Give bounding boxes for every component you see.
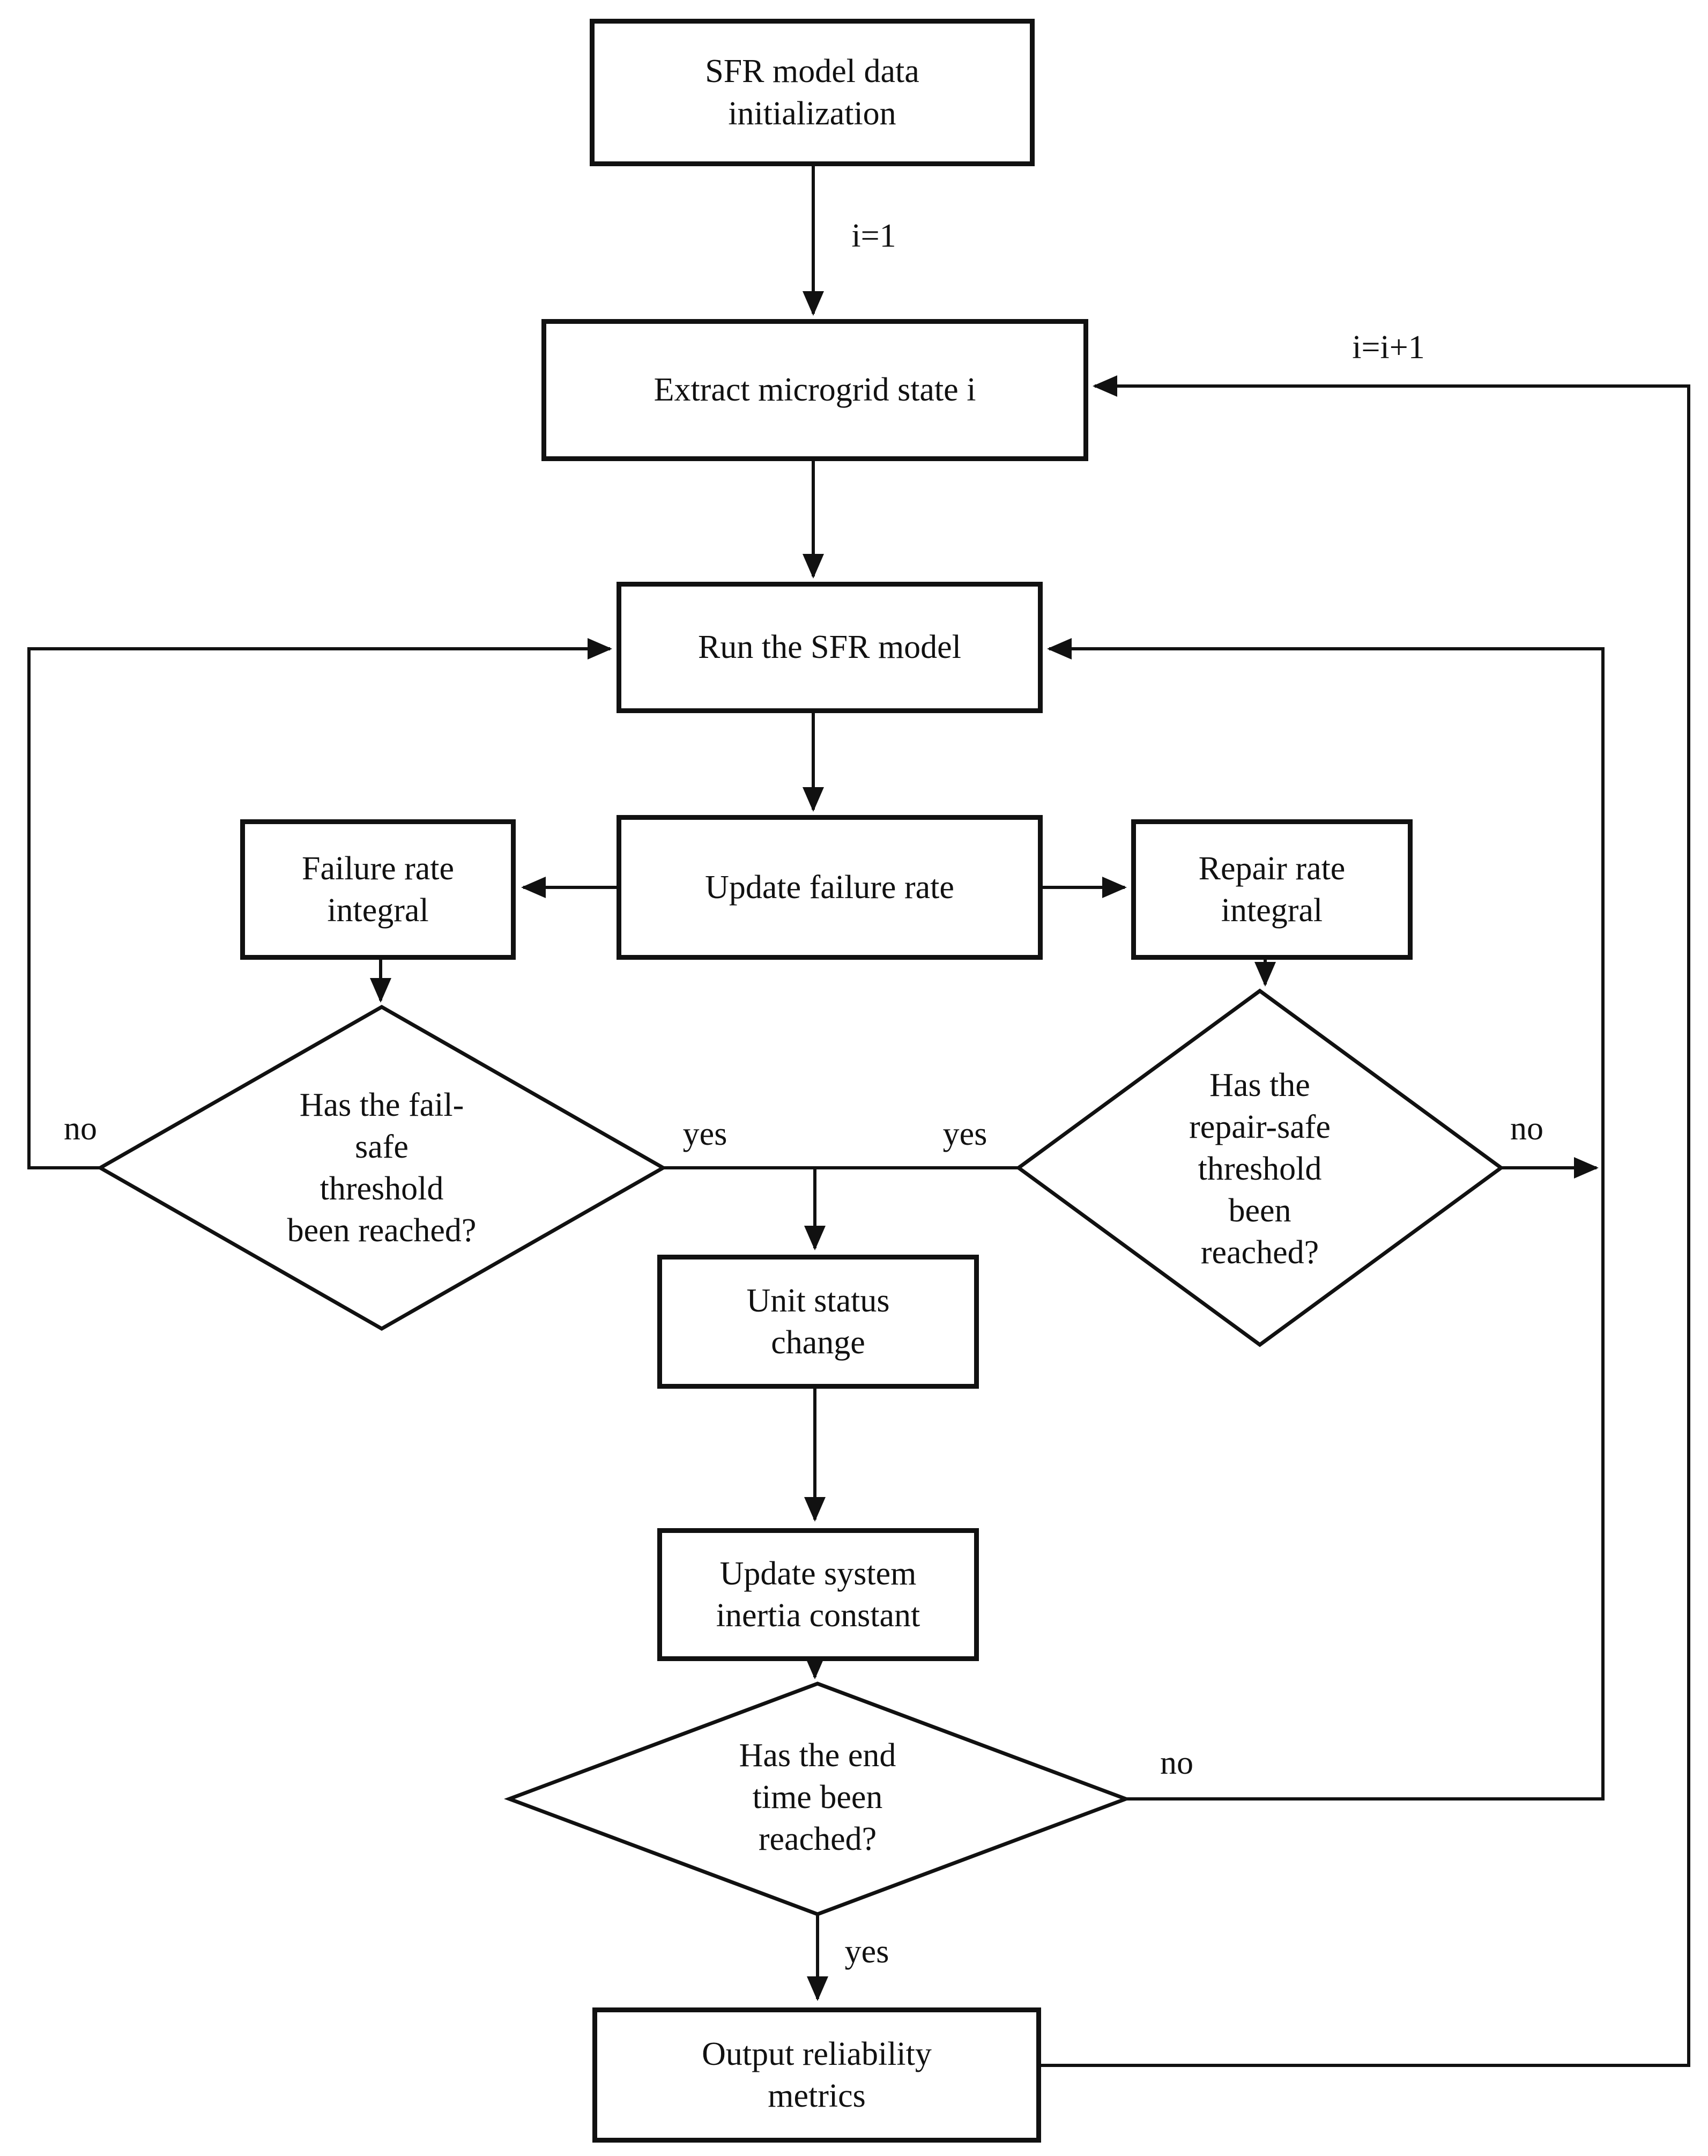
- edge-label-fail-no: no: [64, 1110, 97, 1147]
- node-update-failure-rate: Update failure rate: [617, 815, 1043, 960]
- decision-end-time-shape: [504, 1681, 1131, 1916]
- edge-label-end-no: no: [1160, 1745, 1193, 1781]
- node-run-sfr: Run the SFR model: [617, 582, 1043, 713]
- edge-label-fail-yes: yes: [682, 1116, 727, 1152]
- node-sfr-init: SFR model data initialization: [590, 19, 1035, 166]
- node-failure-rate-integral: Failure rate integral: [240, 819, 516, 960]
- node-repair-rate-integral: Repair rate integral: [1131, 819, 1413, 960]
- edge-label-repair-no: no: [1510, 1110, 1543, 1147]
- edge-fail-no-feedback: [27, 638, 612, 1169]
- node-extract-state: Extract microgrid state i: [541, 319, 1088, 461]
- edge-label-repair-yes: yes: [942, 1116, 987, 1152]
- edge-label-i1: i=1: [851, 218, 896, 254]
- edge-label-i-increment: i=i+1: [1352, 329, 1425, 366]
- decision-fail-safe-label: Has the fail- safe threshold been reache…: [287, 1086, 477, 1249]
- decision-repair-safe-label: Has the repair-safe threshold been reach…: [1189, 1066, 1331, 1271]
- decision-fail-safe-shape: [96, 1004, 667, 1331]
- node-update-inertia: Update system inertia constant: [657, 1528, 979, 1661]
- decision-end-time-label: Has the end time been reached?: [739, 1737, 896, 1858]
- edge-end-no-feedback: [1047, 638, 1605, 1801]
- edge-label-end-yes: yes: [844, 1933, 889, 1970]
- node-output-metrics: Output reliability metrics: [592, 2007, 1041, 2143]
- node-unit-status-change: Unit status change: [657, 1255, 979, 1389]
- decision-repair-safe-shape: [1015, 988, 1504, 1347]
- edge-i-increment-loop: [1041, 375, 1690, 2067]
